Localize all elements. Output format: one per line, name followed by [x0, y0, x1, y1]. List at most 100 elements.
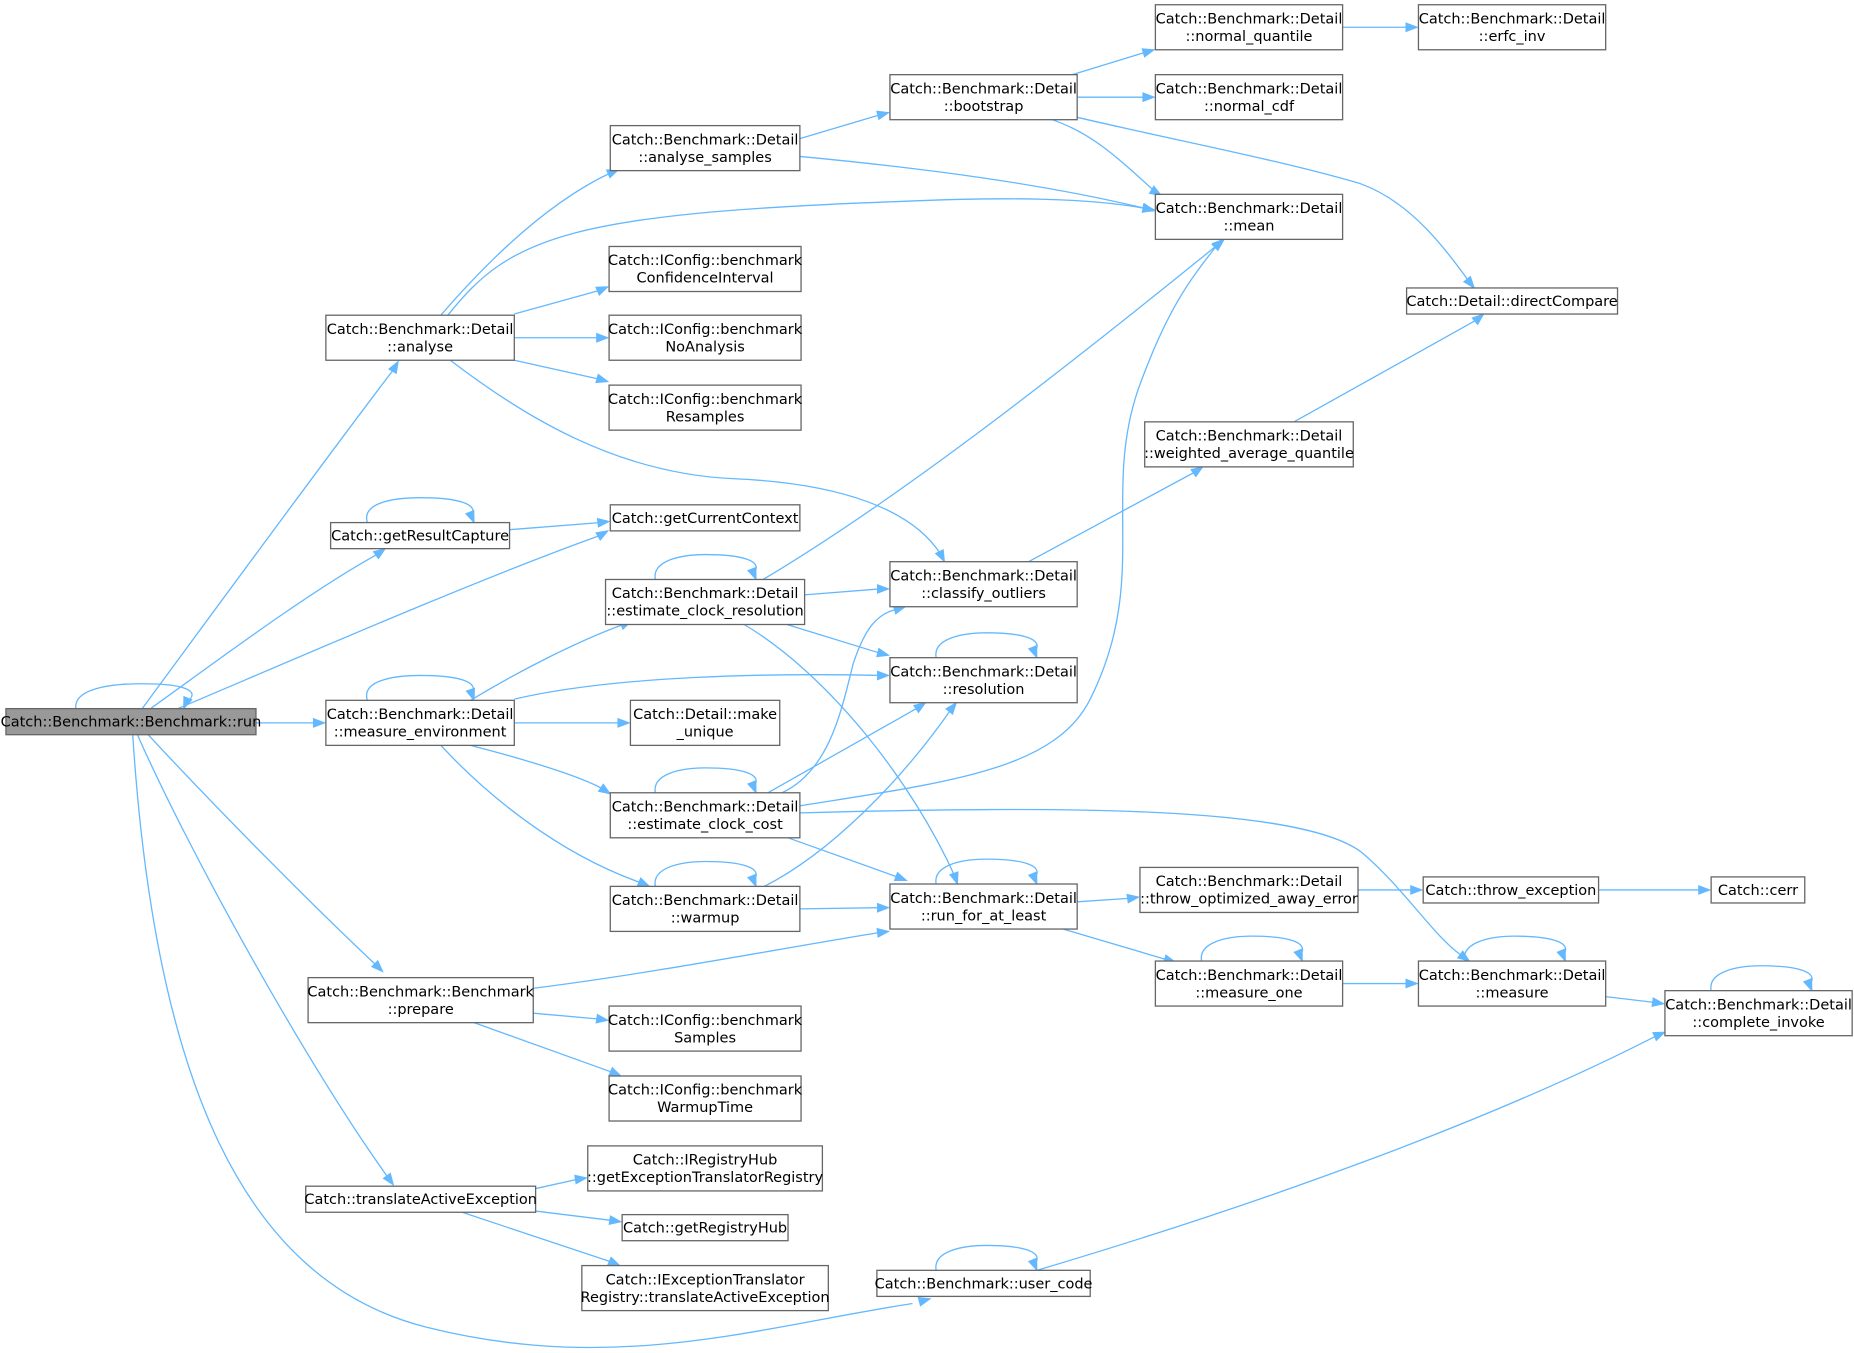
node-label: Catch::Benchmark::Detail	[890, 664, 1077, 680]
edge-arrowhead	[606, 1256, 622, 1267]
node-box	[608, 245, 802, 293]
node-box	[621, 1213, 789, 1242]
node-run[interactable]: Catch::Benchmark::Benchmark::run	[1, 707, 262, 736]
edge-line	[799, 155, 1147, 210]
edge-arrowhead	[1652, 1031, 1667, 1042]
node-throw_optimized_away_error[interactable]: Catch::Benchmark::Detail::throw_optimize…	[1139, 866, 1359, 914]
edge-measure_one-to-measure	[1342, 978, 1419, 989]
node-box	[609, 885, 801, 933]
edge-run-to-measure_environment	[255, 717, 327, 728]
node-label: ::normal_quantile	[1186, 29, 1313, 45]
node-run_for_at_least[interactable]: Catch::Benchmark::Detail::run_for_at_lea…	[889, 883, 1078, 930]
edge-getResultCapture-to-getCurrentContext	[509, 517, 611, 531]
node-box	[608, 1075, 802, 1122]
edge-run-to-prepare	[147, 734, 384, 973]
node-label: ::complete_invoke	[1692, 1015, 1824, 1031]
edge-line	[365, 497, 474, 523]
node-estimate_clock_cost[interactable]: Catch::Benchmark::Detail::estimate_clock…	[609, 792, 801, 839]
node-classify_outliers[interactable]: Catch::Benchmark::Detail::classify_outli…	[889, 561, 1078, 608]
edge-arrowhead	[1651, 997, 1666, 1007]
node-complete_invoke[interactable]: Catch::Benchmark::Detail::complete_invok…	[1664, 990, 1853, 1037]
edge-arrowhead	[608, 1066, 623, 1077]
node-box	[889, 74, 1078, 121]
node-box	[307, 976, 534, 1024]
node-label: ::analyse_samples	[638, 150, 771, 166]
node-label: ::bootstrap	[944, 99, 1024, 115]
node-label: Catch::translateActiveException	[304, 1192, 537, 1208]
node-label: ::mean	[1224, 219, 1275, 235]
edge-line	[535, 1178, 579, 1190]
node-make_unique[interactable]: Catch::Detail::make_unique	[629, 699, 781, 747]
edge-arrowhead	[595, 530, 610, 542]
node-box	[305, 1185, 537, 1213]
edge-arrowhead	[595, 1013, 610, 1024]
node-analyse[interactable]: Catch::Benchmark::Detail::analyse	[325, 314, 515, 361]
node-estimate_clock_resolution[interactable]: Catch::Benchmark::Detail::estimate_clock…	[604, 578, 806, 626]
node-label: WarmupTime	[657, 1100, 753, 1116]
node-box	[609, 124, 801, 172]
node-bootstrap[interactable]: Catch::Benchmark::Detail::bootstrap	[889, 74, 1078, 121]
edge-arrowhead	[949, 871, 959, 886]
node-translateActiveException[interactable]: Catch::translateActiveException	[304, 1185, 537, 1213]
edge-line	[1052, 119, 1156, 193]
node-label: ::classify_outliers	[921, 586, 1046, 602]
node-translatorRegistry[interactable]: Catch::IExceptionTranslatorRegistry::tra…	[581, 1264, 830, 1312]
node-box	[329, 521, 511, 550]
node-benchmarkConfidenceInterval[interactable]: Catch::IConfig::benchmarkConfidenceInter…	[608, 245, 803, 293]
edge-arrowhead	[1405, 22, 1419, 33]
node-label: Catch::Benchmark::Detail	[1156, 81, 1343, 97]
edge-line	[473, 1022, 613, 1074]
edge-estimate_clock_resolution-to-estimate_clock_resolution	[654, 553, 757, 581]
node-cerr[interactable]: Catch::cerr	[1710, 876, 1806, 904]
edge-estimate_clock_cost-to-classify_outliers	[781, 605, 907, 794]
node-box	[1139, 866, 1359, 914]
node-measure_one[interactable]: Catch::Benchmark::Detail::measure_one	[1154, 960, 1344, 1007]
edge-measure_environment-to-estimate_clock_resolution	[470, 620, 633, 701]
edge-arrowhead	[465, 687, 476, 702]
edge-resolution-to-resolution	[935, 632, 1038, 659]
node-directCompare[interactable]: Catch::Detail::directCompare	[1405, 287, 1619, 315]
node-measure_environment[interactable]: Catch::Benchmark::Detail::measure_enviro…	[325, 699, 515, 747]
edge-arrowhead	[595, 373, 610, 384]
node-label: Catch::IConfig::benchmark	[608, 322, 803, 338]
node-label: Resamples	[666, 409, 745, 425]
edge-measure_environment-to-make_unique	[514, 717, 631, 728]
node-erfc_inv[interactable]: Catch::Benchmark::Detail::erfc_inv	[1417, 4, 1607, 51]
edge-estimate_clock_resolution-to-mean	[762, 238, 1226, 581]
edge-estimate_clock_resolution-to-resolution	[786, 623, 891, 658]
node-warmup[interactable]: Catch::Benchmark::Detail::warmup	[609, 885, 801, 933]
node-normal_cdf[interactable]: Catch::Benchmark::Detail::normal_cdf	[1154, 74, 1344, 121]
node-prepare[interactable]: Catch::Benchmark::Benchmark::prepare	[307, 976, 535, 1024]
node-weighted_average_quantile[interactable]: Catch::Benchmark::Detail::weighted_avera…	[1144, 421, 1354, 468]
node-label: ::measure_one	[1195, 985, 1302, 1001]
node-box	[609, 792, 801, 839]
edge-line	[533, 1012, 600, 1020]
edge-line	[762, 244, 1218, 581]
node-getResultCapture[interactable]: Catch::getResultCapture	[329, 521, 511, 550]
edge-line	[1293, 319, 1477, 423]
node-analyse_samples[interactable]: Catch::Benchmark::Detail::analyse_sample…	[609, 124, 801, 172]
node-label: Catch::IConfig::benchmark	[608, 1083, 803, 1099]
node-measure[interactable]: Catch::Benchmark::Detail::measure	[1417, 960, 1607, 1007]
node-user_code[interactable]: Catch::Benchmark::user_code	[875, 1269, 1093, 1298]
node-normal_quantile[interactable]: Catch::Benchmark::Detail::normal_quantil…	[1154, 4, 1344, 51]
node-throw_exception[interactable]: Catch::throw_exception	[1422, 876, 1600, 904]
node-label: Catch::Benchmark::Detail	[1156, 429, 1343, 445]
node-getRegistryHub[interactable]: Catch::getRegistryHub	[621, 1213, 789, 1242]
node-getCurrentContext[interactable]: Catch::getCurrentContext	[609, 504, 801, 532]
node-label: Catch::IConfig::benchmark	[608, 1013, 803, 1029]
edge-line	[177, 535, 600, 710]
node-resolution[interactable]: Catch::Benchmark::Detail::resolution	[889, 657, 1078, 704]
edge-run-to-user_code	[132, 734, 932, 1349]
edge-line	[764, 708, 953, 887]
node-label: ::estimate_clock_resolution	[606, 604, 803, 620]
edge-line	[440, 172, 611, 316]
node-mean[interactable]: Catch::Benchmark::Detail::mean	[1154, 193, 1344, 241]
edge-line	[799, 907, 880, 910]
node-box	[876, 1269, 1091, 1298]
node-getExceptionTranslatorRegistry[interactable]: Catch::IRegistryHub::getExceptionTransla…	[587, 1145, 824, 1192]
